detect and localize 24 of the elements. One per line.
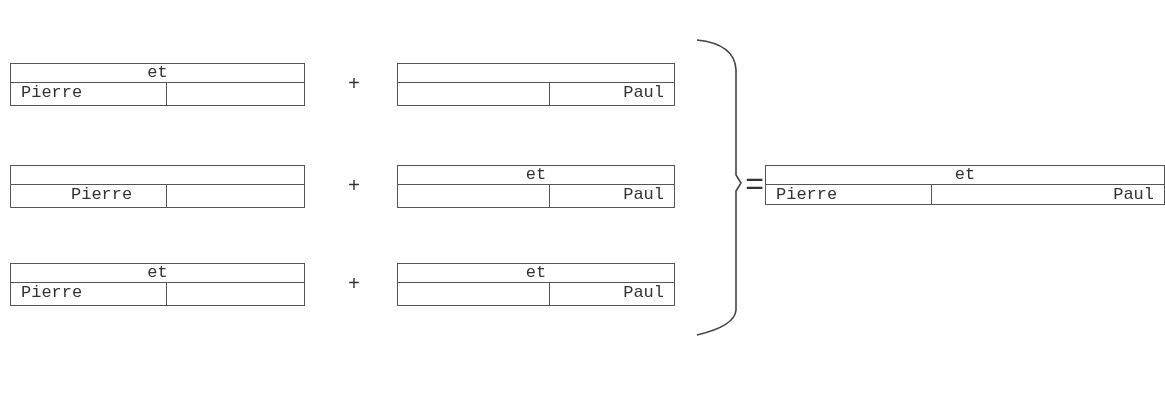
word-label: et — [954, 166, 976, 184]
plus-sign: + — [348, 74, 360, 96]
stemma-box — [765, 165, 1165, 205]
word-label: et — [525, 166, 547, 184]
stemma-box — [10, 263, 305, 306]
word-label: et — [525, 264, 547, 282]
stemma-box — [10, 165, 305, 208]
word-label: Pierre — [776, 186, 838, 204]
stemma-box — [397, 165, 675, 208]
plus-sign: + — [348, 176, 360, 198]
word-label: Paul — [623, 186, 664, 204]
word-label: Pierre — [21, 84, 83, 102]
word-label: et — [147, 64, 168, 82]
plus-sign: + — [348, 274, 360, 296]
stemma-box — [397, 263, 675, 306]
equals-sign: = — [745, 170, 765, 202]
stemma-box — [10, 63, 305, 106]
word-label: Paul — [623, 84, 664, 102]
word-label: Pierre — [21, 284, 83, 302]
word-label: Paul — [1113, 186, 1154, 204]
word-label: et — [147, 264, 168, 282]
word-label: Pierre — [71, 186, 133, 204]
stemma-box — [397, 63, 675, 106]
word-label: Paul — [623, 284, 664, 302]
